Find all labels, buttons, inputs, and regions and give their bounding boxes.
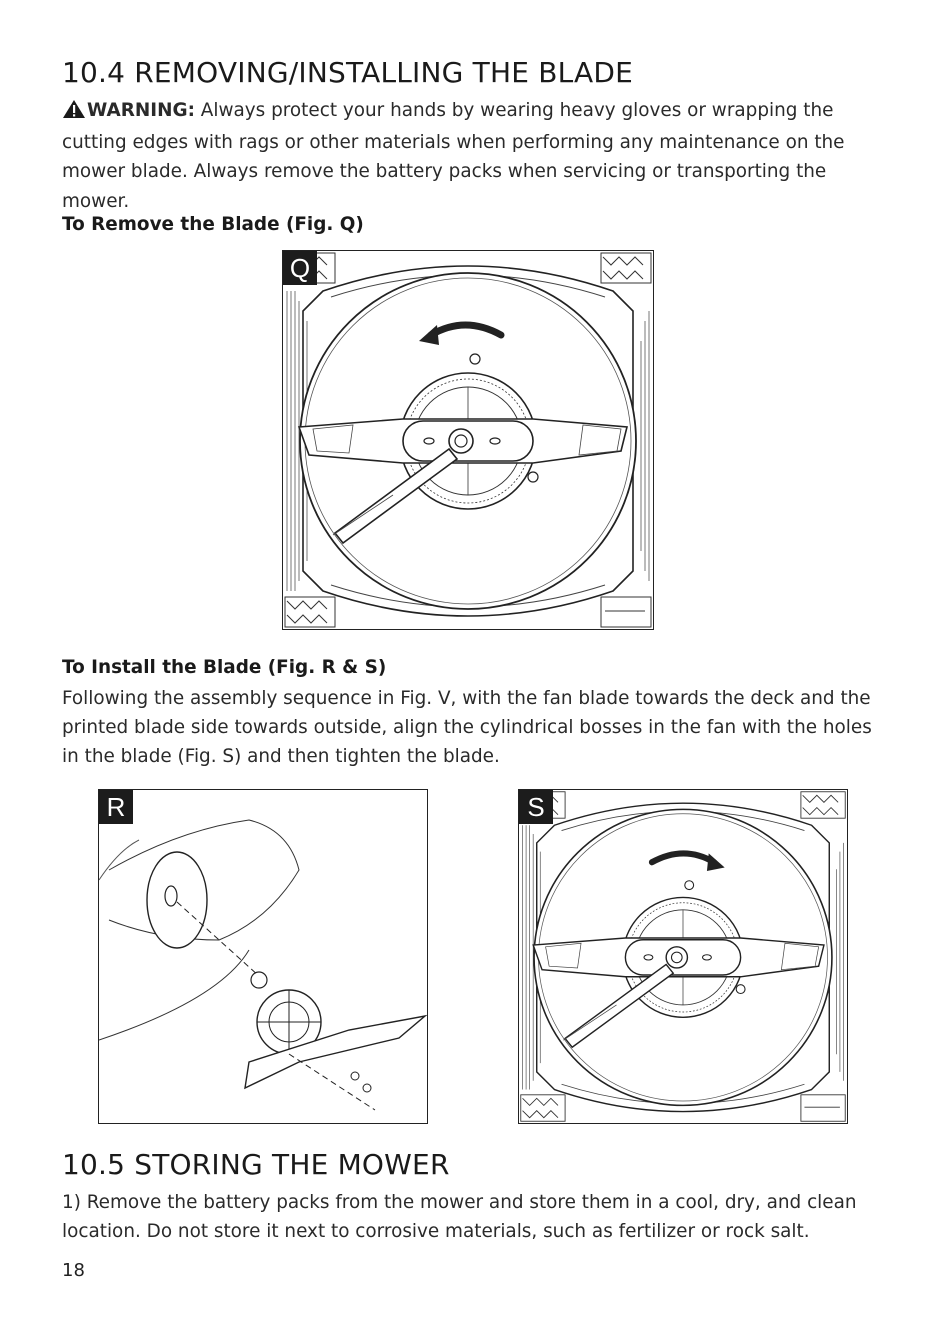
figure-s-label: S bbox=[519, 790, 553, 824]
storing-paragraph: 1) Remove the battery packs from the mow… bbox=[62, 1192, 857, 1243]
figure-q-label: Q bbox=[283, 251, 317, 285]
figure-s: S bbox=[518, 789, 848, 1124]
warning-text: Always protect your hands by wearing hea… bbox=[62, 100, 845, 212]
install-paragraph: Following the assembly sequence in Fig. … bbox=[62, 688, 872, 768]
warning-paragraph: WARNING: Always protect your hands by we… bbox=[62, 96, 882, 216]
figure-r: R bbox=[98, 789, 428, 1124]
figure-s-drawing bbox=[519, 790, 847, 1123]
figure-r-label: R bbox=[99, 790, 133, 824]
figure-r-drawing bbox=[99, 819, 427, 1111]
figure-q: Q bbox=[282, 250, 654, 630]
remove-blade-heading: To Remove the Blade (Fig. Q) bbox=[62, 214, 364, 235]
warning-label: WARNING: bbox=[87, 100, 195, 121]
section-title-storing: 10.5 STORING THE MOWER bbox=[62, 1148, 450, 1181]
install-blade-heading: To Install the Blade (Fig. R & S) bbox=[62, 657, 387, 678]
section-title-blade: 10.4 REMOVING/INSTALLING THE BLADE bbox=[62, 56, 634, 89]
warning-icon bbox=[62, 99, 86, 128]
figure-q-drawing bbox=[283, 251, 653, 629]
page-number: 18 bbox=[62, 1260, 85, 1281]
